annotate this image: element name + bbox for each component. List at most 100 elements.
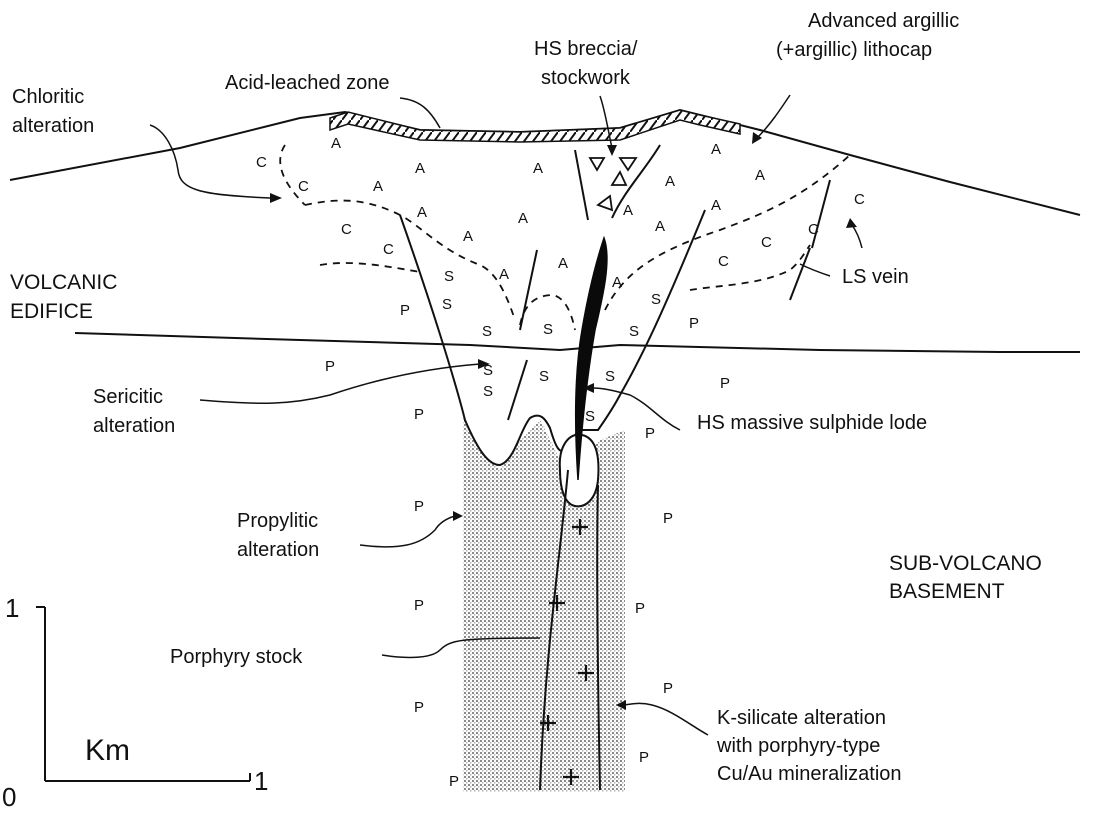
ls-vein-leader-2	[852, 225, 862, 248]
label-porphyry-stock: Porphyry stock	[170, 646, 303, 668]
propylitic-arrow	[453, 511, 463, 521]
zone-code-a: A	[665, 173, 675, 190]
zone-code-p: P	[414, 498, 424, 515]
boundary-top-left	[280, 145, 305, 205]
hs-breccia-vein-1	[575, 150, 588, 220]
zone-code-p: P	[720, 375, 730, 392]
zone-code-a: A	[331, 135, 341, 152]
label-advanced-argillic-line1: Advanced argillic	[808, 10, 959, 32]
ls-vein-leader	[800, 264, 830, 276]
label-hs-massive-sulphide-lode: HS massive sulphide lode	[697, 412, 927, 434]
label-propylitic-line2: alteration	[237, 539, 319, 561]
zone-code-c: C	[854, 191, 865, 208]
label-k-silicate-line1: K-silicate alteration	[717, 707, 886, 729]
zone-code-c: C	[718, 253, 729, 270]
chloritic-leader	[150, 125, 270, 198]
zone-code-p: P	[325, 358, 335, 375]
zone-code-s: S	[629, 323, 639, 340]
propylitic-boundary-left	[320, 263, 420, 272]
label-volcanic-edifice-line2: EDIFICE	[10, 300, 93, 323]
zone-code-p: P	[414, 406, 424, 423]
zone-code-c: C	[761, 234, 772, 251]
breccia-clast	[590, 158, 604, 170]
breccia-clast	[598, 196, 612, 210]
scale-unit-label: Km	[85, 734, 130, 767]
zone-code-p: P	[635, 600, 645, 617]
zone-code-p: P	[449, 773, 459, 790]
zone-code-c: C	[808, 221, 819, 238]
zone-code-a: A	[518, 210, 528, 227]
sericitic-leader	[200, 364, 480, 403]
zone-code-p: P	[414, 699, 424, 716]
zone-code-a: A	[463, 228, 473, 245]
zone-code-s: S	[482, 323, 492, 340]
zone-code-p: P	[639, 749, 649, 766]
ls-vein-2	[790, 248, 810, 300]
label-volcanic-edifice-line1: VOLCANIC	[10, 271, 117, 294]
label-k-silicate-line3: Cu/Au mineralization	[717, 763, 902, 785]
zone-code-a: A	[711, 197, 721, 214]
label-propylitic-line1: Propylitic	[237, 510, 318, 532]
label-sub-volcano-line2: BASEMENT	[889, 580, 1005, 603]
zone-code-s: S	[543, 321, 553, 338]
scale-y-max-label: 1	[5, 593, 19, 623]
zone-code-p: P	[689, 315, 699, 332]
zone-code-s: S	[539, 368, 549, 385]
scale-x-max-label: 1	[254, 766, 268, 796]
zone-code-c: C	[298, 178, 309, 195]
propylitic-leader	[360, 516, 455, 547]
zone-code-a: A	[415, 160, 425, 177]
zone-code-a: A	[655, 218, 665, 235]
zone-code-c: C	[383, 241, 394, 258]
zone-code-s: S	[444, 268, 454, 285]
zone-code-a: A	[417, 204, 427, 221]
zone-code-a: A	[711, 141, 721, 158]
zone-code-c: C	[341, 221, 352, 238]
zone-code-a: A	[755, 167, 765, 184]
label-hs-breccia-line2: stockwork	[541, 67, 631, 89]
propylitic-boundary-right	[690, 245, 810, 290]
label-sub-volcano-line1: SUB-VOLCANO	[889, 552, 1042, 575]
acid-leached-leader	[400, 98, 440, 128]
zone-code-p: P	[663, 510, 673, 527]
zone-code-a: A	[499, 266, 509, 283]
breccia-clast	[620, 158, 636, 170]
zone-code-s: S	[483, 383, 493, 400]
scale-origin-label: 0	[2, 782, 16, 812]
zone-code-a: A	[533, 160, 543, 177]
chloritic-arrow	[270, 193, 282, 203]
zone-code-a: A	[623, 202, 633, 219]
zone-code-p: P	[663, 680, 673, 697]
zone-code-a: A	[558, 255, 568, 272]
label-chloritic-line2: alteration	[12, 115, 94, 137]
label-chloritic-line1: Chloritic	[12, 86, 84, 108]
label-sericitic-line2: alteration	[93, 415, 175, 437]
zone-code-p: P	[414, 597, 424, 614]
scale-bar: 1 0 1 Km	[2, 593, 268, 812]
label-ls-vein: LS vein	[842, 266, 909, 288]
porphyry-stock-stipple	[463, 410, 625, 792]
zone-code-a: A	[373, 178, 383, 195]
zone-code-s: S	[651, 291, 661, 308]
label-k-silicate-line2: with porphyry-type	[716, 735, 880, 757]
zone-code-s: S	[605, 368, 615, 385]
zone-code-p: P	[400, 302, 410, 319]
breccia-clast	[612, 172, 626, 185]
hs-breccia-arrow	[607, 145, 617, 156]
label-hs-breccia-line1: HS breccia/	[534, 38, 638, 60]
zone-code-s: S	[585, 408, 595, 425]
label-sericitic-line1: Sericitic	[93, 386, 163, 408]
ls-vein-arrow	[846, 218, 857, 228]
zone-code-p: P	[645, 425, 655, 442]
hs-breccia-vein-2	[612, 145, 660, 218]
zone-code-a: A	[612, 274, 622, 291]
zone-code-s: S	[442, 296, 452, 313]
label-advanced-argillic-line2: (+argillic) lithocap	[776, 39, 932, 61]
k-silicate-leader	[624, 703, 708, 735]
label-acid-leached-zone: Acid-leached zone	[225, 72, 390, 94]
ground-surface	[10, 110, 1080, 215]
zone-code-c: C	[256, 154, 267, 171]
acid-leached-band	[330, 110, 740, 142]
